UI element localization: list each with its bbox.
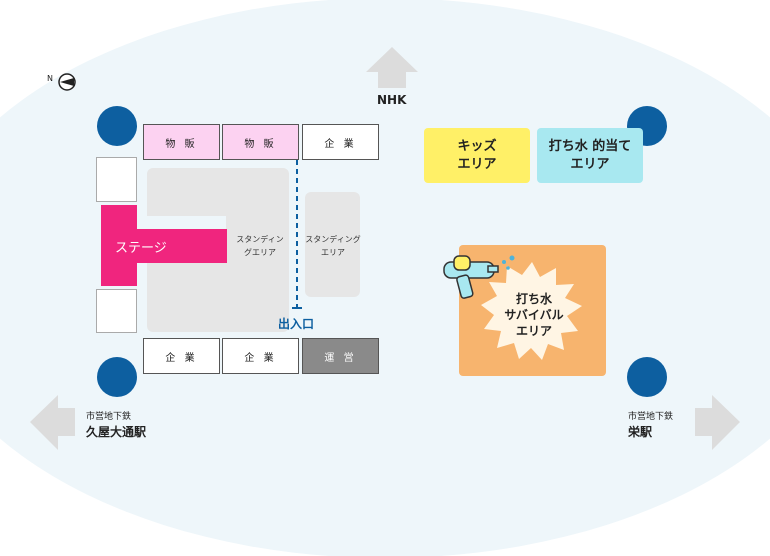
right-station-name: 栄駅	[628, 425, 653, 439]
corner-marker	[97, 357, 137, 397]
arrow-right-icon	[695, 395, 740, 450]
booth-company-bottom-1[interactable]: 企 業	[143, 338, 220, 374]
arrow-left-icon	[30, 395, 75, 450]
stage-label[interactable]: ステージ	[101, 229, 227, 263]
compass-icon	[58, 73, 76, 91]
corner-marker	[97, 106, 137, 146]
standing-area-right	[305, 192, 360, 297]
booth-company-bottom-2[interactable]: 企 業	[222, 338, 299, 374]
standing-area-left	[147, 168, 289, 332]
side-box-top	[96, 157, 137, 202]
booth-merch-1[interactable]: 物 販	[143, 124, 220, 160]
left-station-line: 市営地下鉄	[86, 412, 132, 422]
corner-marker	[627, 357, 667, 397]
booth-merch-2[interactable]: 物 販	[222, 124, 299, 160]
north-landmark-label: NHK	[377, 93, 407, 107]
standing-area-right-label: スタンディング エリア	[305, 235, 361, 257]
water-gun-icon	[443, 255, 515, 299]
target-area[interactable]: 打ち水 的当て エリア	[537, 128, 643, 183]
arrow-up-icon	[366, 47, 418, 88]
standing-area-left-label: スタンディン グエリア	[236, 235, 284, 257]
booth-operations[interactable]: 運 営	[302, 338, 379, 374]
side-box-bottom	[96, 289, 137, 333]
kids-area[interactable]: キッズ エリア	[424, 128, 530, 183]
booth-company-top[interactable]: 企 業	[302, 124, 379, 160]
burst-icon	[481, 262, 582, 360]
survival-area[interactable]: 打ち水 サバイバル エリア	[504, 291, 564, 339]
entrance-label: 出入口	[278, 317, 315, 331]
right-station-line: 市営地下鉄	[628, 412, 674, 422]
left-station-name: 久屋大通駅	[86, 425, 147, 439]
compass-label: N	[47, 74, 53, 83]
